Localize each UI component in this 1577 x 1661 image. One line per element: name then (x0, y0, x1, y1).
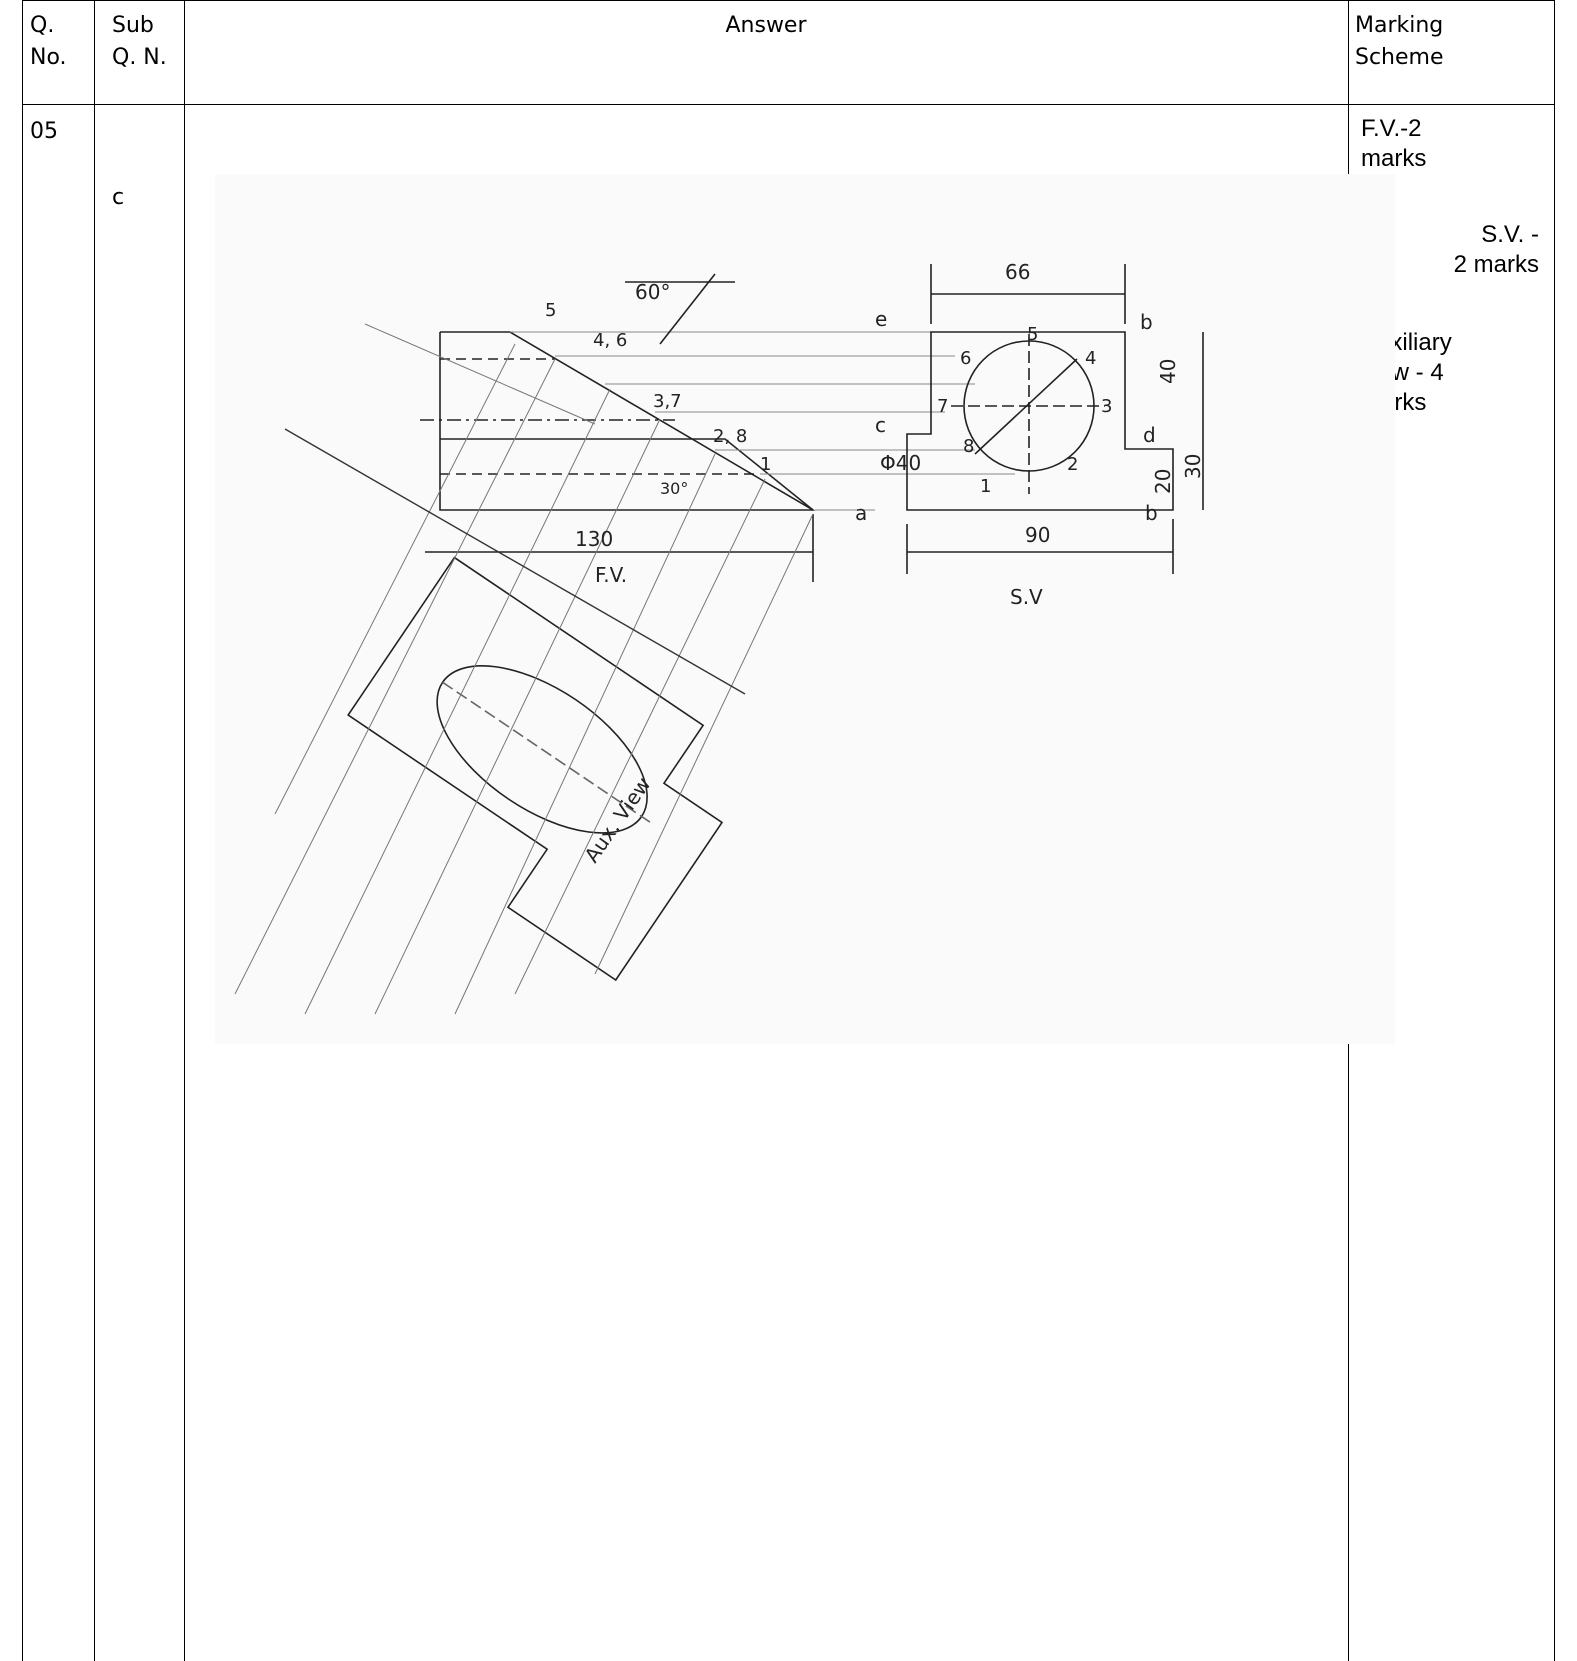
sub-question: c (112, 185, 125, 210)
header-marking-scheme: Marking Scheme (1355, 13, 1444, 70)
label-a: a (855, 501, 867, 525)
header-sub-qn: Sub Q. N. (112, 13, 167, 70)
fv-point-28: 2, 8 (713, 426, 747, 447)
table-border-top (22, 0, 1555, 1)
fv-label: F.V. (595, 563, 627, 587)
question-number: 05 (30, 119, 58, 144)
label-b2: b (1145, 501, 1158, 525)
mark-sv: S.V. - 2 marks (1453, 221, 1539, 278)
label-e: e (875, 307, 887, 331)
label-b: b (1140, 310, 1153, 334)
dim-20: 20 (1151, 469, 1175, 494)
sv-label: S.V (1010, 585, 1043, 609)
sv-point-8: 8 (963, 436, 974, 457)
dim-66: 66 (1005, 260, 1030, 284)
dim-90: 90 (1025, 523, 1050, 547)
sv-point-1: 1 (980, 476, 991, 497)
angle-30: 30° (660, 479, 688, 498)
drawing-svg: F.V. S.V Aux. View 66 90 130 40 20 30 Φ4… (234, 260, 1205, 1015)
dim-40: 40 (1156, 359, 1180, 384)
sv-point-4: 4 (1085, 348, 1096, 369)
table-border-left (22, 0, 23, 1661)
dim-130: 130 (575, 527, 613, 551)
sv-point-6: 6 (960, 348, 971, 369)
fv-point-37: 3,7 (653, 391, 682, 412)
header-answer: Answer (725, 13, 807, 38)
label-d: d (1143, 423, 1156, 447)
sv-point-2: 2 (1067, 454, 1078, 475)
mark-fv: F.V.-2 marks (1361, 115, 1427, 172)
sv-point-3: 3 (1101, 396, 1112, 417)
header-q-no: Q. No. (30, 13, 67, 70)
column-divider (94, 0, 95, 1661)
engineering-drawing: F.V. S.V Aux. View 66 90 130 40 20 30 Φ4… (215, 174, 1395, 1044)
aux-outline (347, 556, 724, 982)
dim-30: 30 (1181, 454, 1205, 479)
dia-leader (974, 358, 1078, 455)
fv-point-46: 4, 6 (593, 330, 627, 351)
aux-label: Aux. View (579, 773, 655, 867)
sv-outline (906, 331, 1174, 511)
column-divider (184, 0, 185, 1661)
fv-point-1: 1 (760, 454, 771, 475)
fv-point-5: 5 (545, 300, 556, 321)
header-divider (22, 104, 1555, 105)
dia-label: Φ40 (880, 451, 921, 475)
sv-point-7: 7 (937, 396, 948, 417)
label-c: c (875, 413, 886, 437)
sv-point-5: 5 (1027, 324, 1038, 345)
angle-60: 60° (635, 280, 670, 304)
table-border-right (1554, 0, 1555, 1661)
